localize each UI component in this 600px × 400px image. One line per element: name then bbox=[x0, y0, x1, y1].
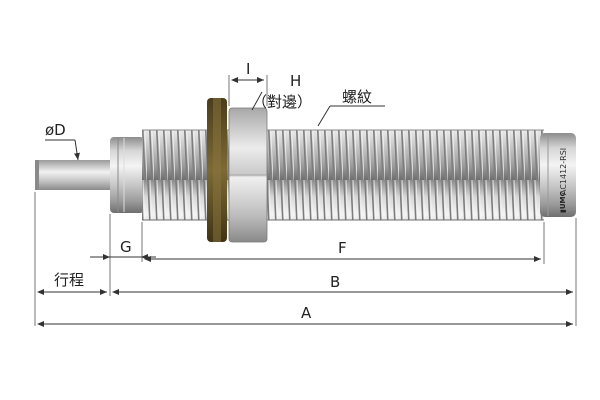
label-g: G bbox=[120, 238, 132, 256]
model-text: AC1412-RSI bbox=[559, 148, 568, 195]
label-a: A bbox=[301, 304, 312, 322]
piston-rod bbox=[35, 160, 115, 190]
washer bbox=[207, 98, 227, 242]
dimension-a: A bbox=[37, 304, 573, 327]
label-thread: 螺紋 bbox=[342, 88, 372, 106]
threaded-body bbox=[142, 129, 544, 221]
dimension-h: H （對邊） bbox=[251, 72, 312, 111]
diameter-callout: øD bbox=[45, 121, 80, 161]
hex-nut bbox=[228, 107, 268, 243]
label-diameter: øD bbox=[45, 121, 66, 139]
label-across-flats: （對邊） bbox=[252, 93, 312, 111]
label-stroke: 行程 bbox=[54, 271, 84, 289]
dimension-i: I bbox=[231, 60, 264, 83]
dimension-stroke: 行程 bbox=[37, 271, 107, 295]
extension-lines bbox=[34, 75, 577, 326]
dimension-g: G bbox=[90, 238, 156, 260]
rear-cap bbox=[540, 133, 576, 217]
label-h: H bbox=[290, 72, 301, 90]
label-i: I bbox=[246, 60, 250, 78]
front-collar bbox=[110, 137, 144, 213]
logo-text: ▮UMC bbox=[559, 191, 567, 213]
dimension-f: F bbox=[144, 239, 541, 262]
thread-callout: 螺紋 bbox=[317, 88, 385, 127]
label-b: B bbox=[330, 273, 340, 291]
label-f: F bbox=[338, 239, 347, 257]
product-marking: ▮UMC AC1412-RSI bbox=[559, 148, 568, 213]
dimension-b: B bbox=[112, 273, 573, 295]
